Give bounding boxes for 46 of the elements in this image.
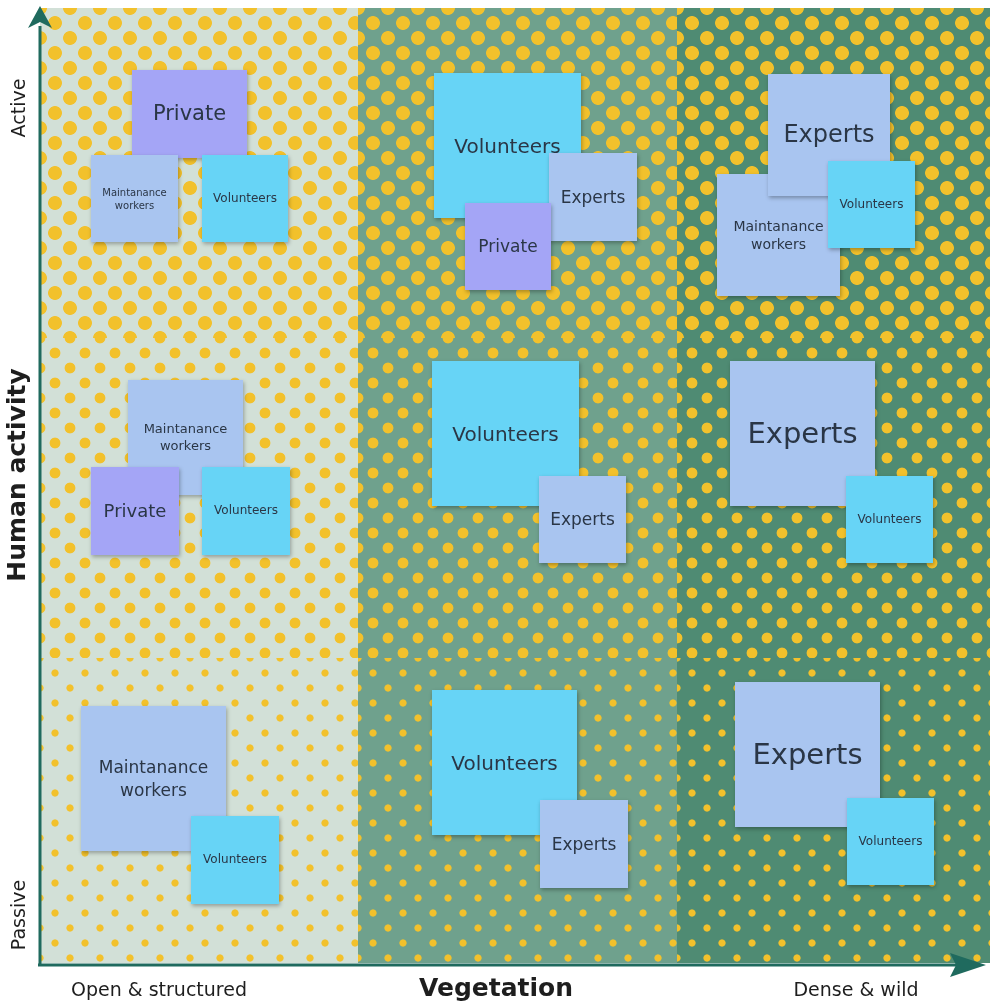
sticky-note xyxy=(465,203,551,290)
sticky-note xyxy=(735,682,880,827)
sticky-note xyxy=(730,361,875,506)
note-text: Maintanance workers xyxy=(101,185,168,212)
sticky-note xyxy=(847,798,934,885)
sticky-note xyxy=(549,153,637,241)
note-text: Maintanance workers xyxy=(732,216,825,254)
note-text: Private xyxy=(478,235,538,258)
sticky-note xyxy=(191,816,279,904)
note-text: Volunteers xyxy=(454,132,561,159)
sticky-note xyxy=(828,161,915,248)
sticky-note xyxy=(81,706,226,851)
note-text: Volunteers xyxy=(857,511,922,528)
sticky-note xyxy=(539,476,626,563)
note-text: Volunteers xyxy=(839,196,904,213)
note-text: Volunteers xyxy=(858,833,923,850)
note-text: Experts xyxy=(783,119,875,151)
note-text: Volunteers xyxy=(451,749,558,776)
note-text: Experts xyxy=(747,414,858,452)
sticky-note xyxy=(91,467,179,555)
sticky-note xyxy=(540,800,628,888)
axis-end-label: Active xyxy=(7,78,29,138)
sticky-note xyxy=(432,361,579,506)
axis-title: Human activity xyxy=(1,368,31,582)
sticky-note xyxy=(202,467,290,555)
note-text: Volunteers xyxy=(214,503,278,519)
axis-end-label: Passive xyxy=(7,879,29,951)
note-text: Volunteers xyxy=(203,852,267,868)
sticky-note xyxy=(846,476,933,563)
note-text: Maintanance workers xyxy=(142,420,229,455)
note-text: Experts xyxy=(752,735,863,773)
note-text: Private xyxy=(103,499,167,523)
sticky-note xyxy=(432,690,577,835)
note-text: Experts xyxy=(550,508,615,531)
note-text: Experts xyxy=(560,185,626,209)
sticky-note xyxy=(132,70,247,158)
sticky-note xyxy=(202,155,288,242)
note-text: Volunteers xyxy=(213,190,277,207)
axis-title: Vegetation xyxy=(418,972,574,1002)
note-text: Experts xyxy=(551,832,617,856)
note-text: Maintanance workers xyxy=(97,756,210,801)
axis-end-label: Open & structured xyxy=(71,978,247,1000)
note-text: Volunteers xyxy=(452,420,559,447)
axis-end-label: Dense & wild xyxy=(793,978,919,1000)
note-text: Private xyxy=(152,100,227,128)
sticky-note xyxy=(91,155,178,242)
